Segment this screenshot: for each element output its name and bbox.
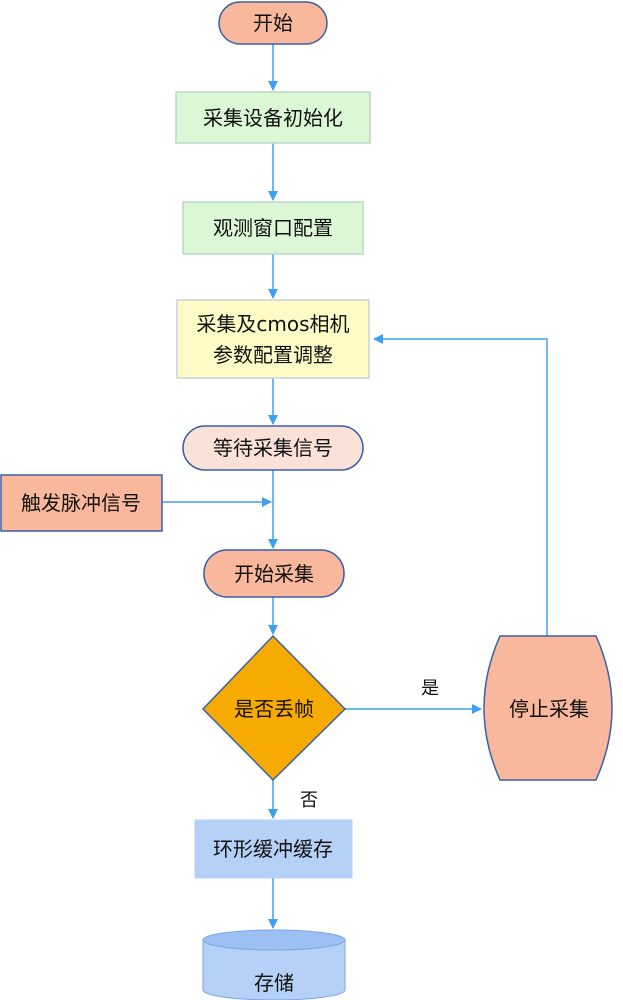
config-node: 采集及cmos相机 参数配置调整 <box>176 299 370 379</box>
start-shape <box>218 1 328 45</box>
begin-shape <box>203 549 345 598</box>
trigger-node: 触发脉冲信号 <box>0 474 163 532</box>
storage-top <box>202 929 346 951</box>
no-label: 否 <box>300 790 318 811</box>
yes-label: 是 <box>421 678 439 699</box>
arrow-stop-loop-back <box>373 334 548 636</box>
config-label-line2: 参数配置调整 <box>213 343 333 367</box>
storage-node: 存储 <box>202 929 346 1000</box>
window-shape <box>182 201 364 255</box>
decision-label: 是否丢帧 <box>234 697 314 721</box>
trigger-label: 触发脉冲信号 <box>21 491 141 515</box>
config-label-line1: 采集及cmos相机 <box>196 312 349 336</box>
config-shape <box>176 299 370 379</box>
connectors <box>162 44 548 929</box>
decision-shape <box>201 634 347 782</box>
stop-label: 停止采集 <box>509 697 589 721</box>
storage-label: 存储 <box>254 971 294 995</box>
buffer-node: 环形缓冲缓存 <box>194 819 353 879</box>
window-label: 观测窗口配置 <box>213 216 333 240</box>
wait-shape <box>182 425 364 471</box>
init-node: 采集设备初始化 <box>175 91 371 144</box>
wait-node: 等待采集信号 <box>182 425 364 471</box>
wait-label: 等待采集信号 <box>213 436 333 460</box>
decision-node: 是否丢帧 <box>201 634 347 782</box>
buffer-shape <box>194 819 353 879</box>
begin-label: 开始采集 <box>234 562 314 586</box>
stop-shape <box>483 635 613 781</box>
begin-node: 开始采集 <box>203 549 345 598</box>
start-node: 开始 <box>218 1 328 45</box>
stop-node: 停止采集 <box>483 635 613 781</box>
window-node: 观测窗口配置 <box>182 201 364 255</box>
init-label: 采集设备初始化 <box>203 106 343 130</box>
trigger-shape <box>0 474 163 532</box>
start-label: 开始 <box>253 11 293 35</box>
init-shape <box>175 91 371 144</box>
buffer-label: 环形缓冲缓存 <box>213 837 333 861</box>
